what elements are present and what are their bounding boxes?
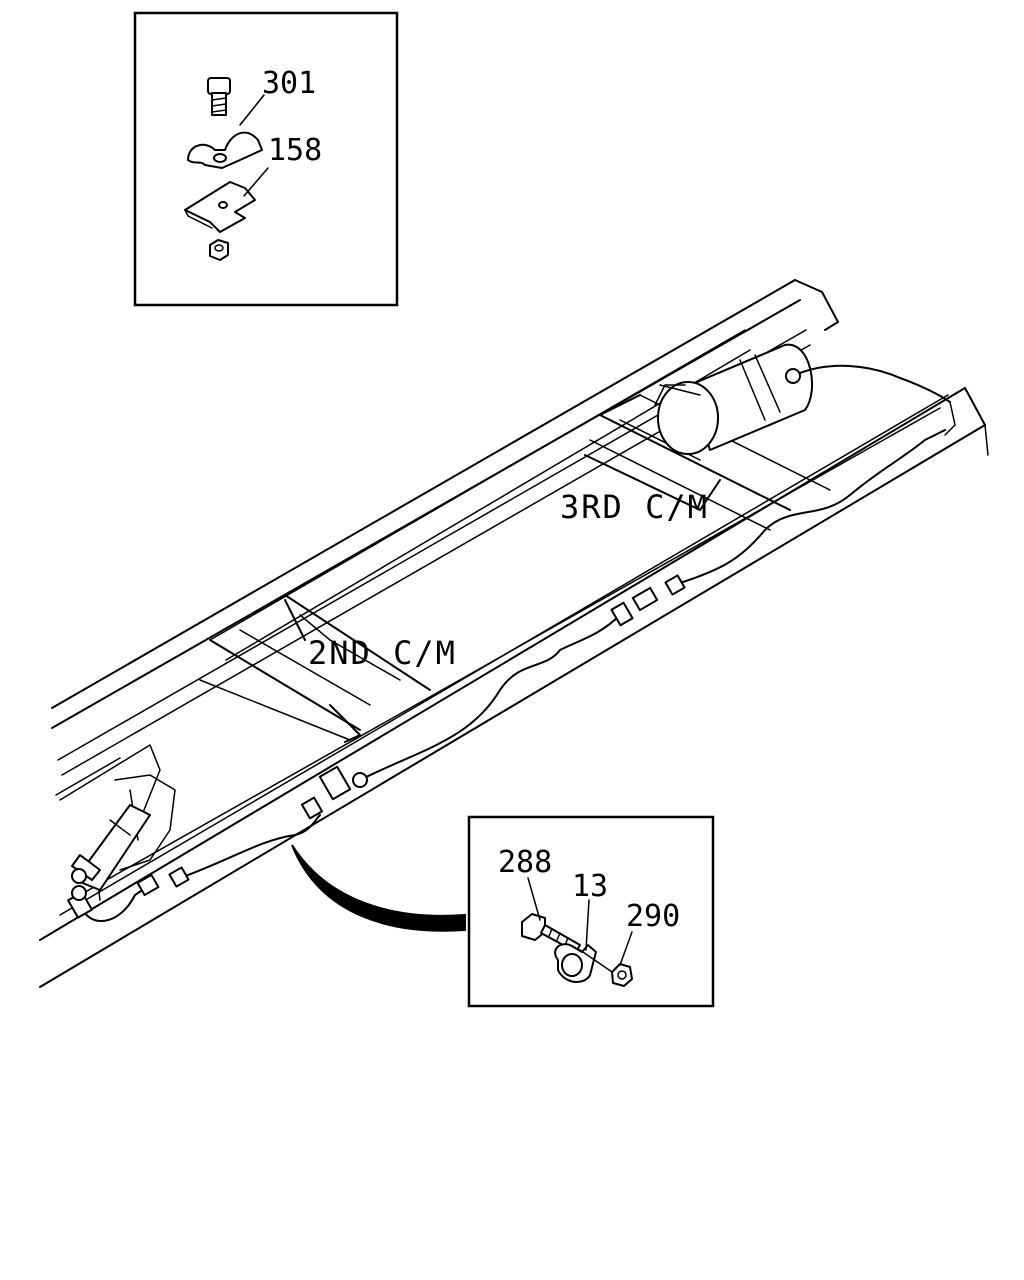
clip-13 [554,943,597,983]
bracket-158 [184,181,256,233]
pipe-clamp [187,131,263,169]
label-3rd-crossmember: 3RD C/M [560,488,709,526]
callout-290: 290 [626,899,680,934]
nut-top [209,239,229,261]
top-detail-inset: 301 158 [133,11,399,307]
bolt-301 [207,77,231,116]
callout-13: 13 [572,869,608,904]
relay-valve [71,804,151,901]
callout-301: 301 [262,66,316,101]
air-tank [654,343,813,455]
detail-pointer-arrow [291,844,466,932]
callout-158: 158 [268,133,322,168]
label-2nd-crossmember: 2ND C/M [308,634,457,672]
bottom-detail-inset: 288 13 290 [467,815,715,1008]
callout-288: 288 [498,845,552,880]
air-pipe [79,364,956,922]
